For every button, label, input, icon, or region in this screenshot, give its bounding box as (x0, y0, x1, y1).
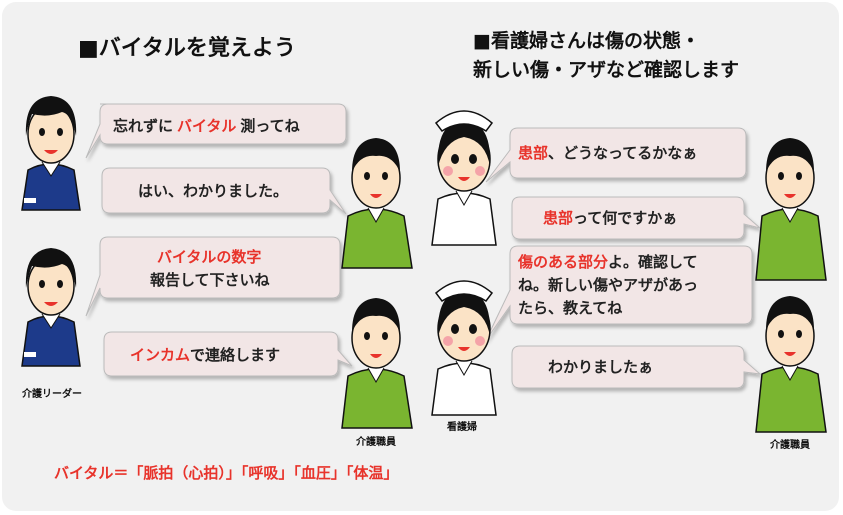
speech-bubble-5 (485, 127, 747, 183)
speech-bubble-7-line2: ね。新しい傷やアザがあっ (518, 276, 698, 294)
vital-definition-footer: バイタル＝「脈拍（心拍）」「呼吸」「血圧」「体温」 (54, 464, 399, 482)
nurse-character-bottom (431, 280, 497, 416)
speech-bubble-6-text: 患部って何ですかぁ (543, 209, 677, 227)
speech-bubble-8 (511, 345, 762, 389)
speech-bubble-7 (485, 245, 753, 341)
speech-bubble-4 (103, 331, 353, 377)
nurse-character-top (431, 110, 497, 246)
speech-bubble-3 (85, 236, 341, 317)
speech-bubble-8-text: わかりましたぁ (548, 358, 653, 376)
speech-bubble-2 (101, 167, 347, 215)
staff-right-label: 介護職員 (770, 440, 810, 451)
right-title-line1: ■看護婦さんは傷の状態・ (473, 30, 700, 52)
speech-bubble-1-text: 忘れずにバイタル測ってね (113, 117, 300, 135)
leader-character-top (21, 96, 81, 211)
speech-bubble-6 (511, 196, 761, 240)
speech-bubble-3-text-line2: 報告して下さいね (150, 271, 270, 289)
speech-bubble-7-line1: 傷のある部分よ。確認して (517, 253, 698, 271)
staff-left-label: 介護職員 (356, 437, 396, 448)
staff-character-left-top (341, 138, 413, 269)
leader-label: 介護リーダー (22, 389, 82, 400)
speech-bubble-1 (85, 103, 347, 159)
speech-bubble-4-text: インカムで連絡します (130, 346, 280, 364)
leader-character-bottom (21, 248, 81, 367)
speech-bubble-3-text-red: バイタルの数字 (157, 248, 261, 266)
staff-character-right-bottom (755, 296, 827, 433)
left-title: ■バイタルを覚えよう (78, 36, 296, 61)
nurse-label: 看護婦 (447, 422, 477, 433)
speech-bubble-2-text: はい、わかりました。 (138, 182, 288, 200)
staff-character-left-bottom (341, 298, 413, 429)
right-title-line2: 新しい傷・アザなど確認します (473, 59, 740, 81)
speech-bubble-7-line3: たら、教えてね (518, 299, 622, 317)
speech-bubble-5-text: 患部、どうなってるかなぁ (518, 144, 697, 162)
staff-character-right-top (755, 138, 827, 281)
